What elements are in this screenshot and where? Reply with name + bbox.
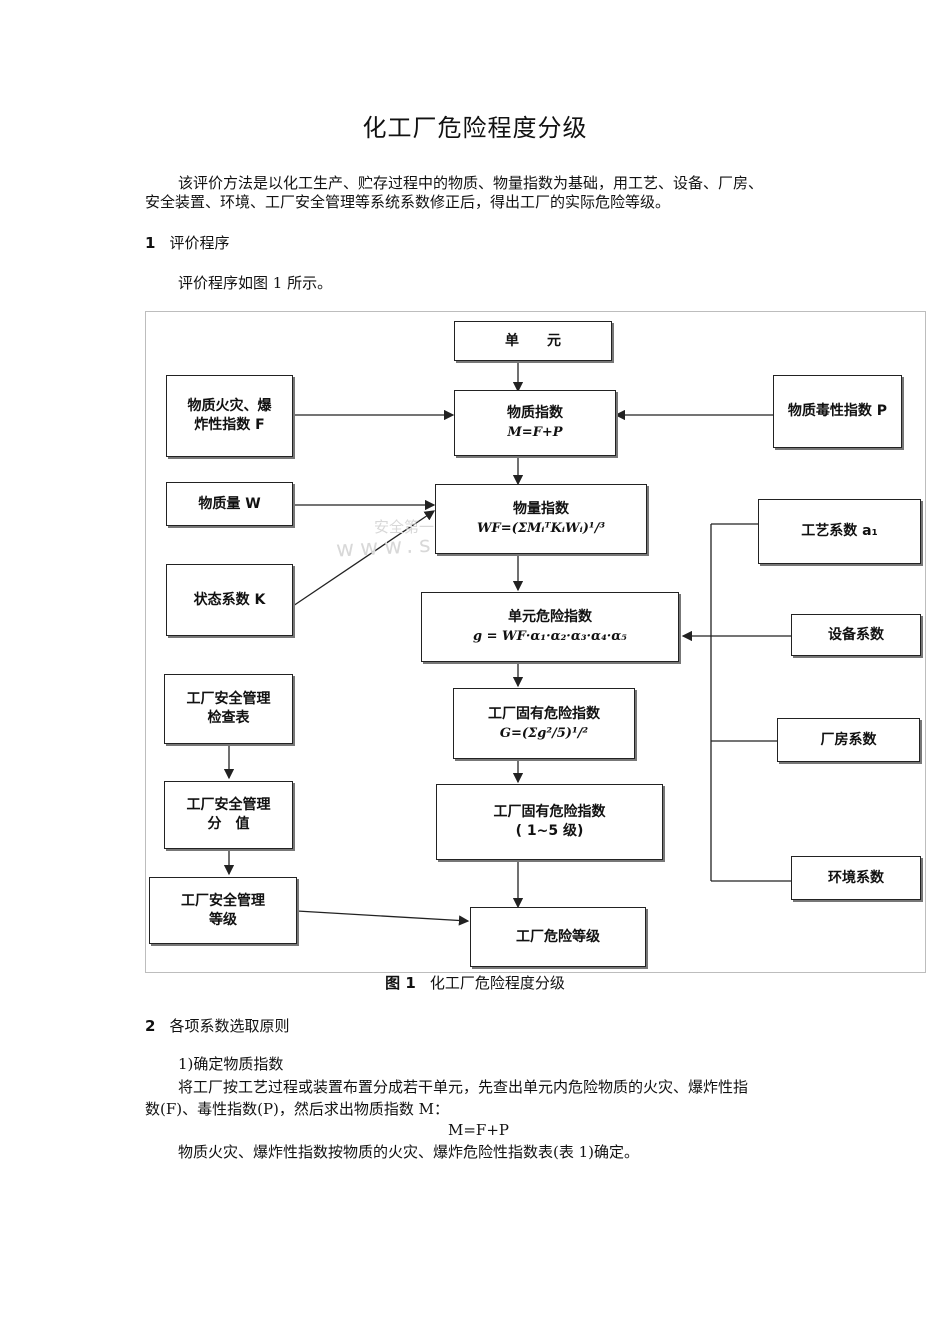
flowchart-figure: 安全第一网 www.safe001.com 单 元 物质火灾、爆 炸性指数 F … — [145, 311, 926, 973]
unit-label: 单 元 — [505, 332, 561, 349]
unit-risk-label: 单元危险指数 — [508, 609, 592, 625]
caption-label: 图 1 — [385, 974, 416, 992]
material-formula: M=F+P — [507, 425, 563, 440]
inherent-grade-line2: ( 1~5 级) — [515, 823, 584, 839]
equipment-coefficient-box: 设备系数 — [791, 614, 921, 656]
section-2-title: 各项系数选取原则 — [169, 1017, 290, 1035]
environment-label: 环境系数 — [828, 869, 884, 886]
material-quantity-box: 物质量 W — [166, 482, 293, 526]
fire-explosion-index-box: 物质火灾、爆 炸性指数 F — [166, 375, 293, 457]
figure-caption: 图 1 化工厂危险程度分级 — [0, 972, 950, 993]
material-label: 物质指数 — [507, 405, 563, 421]
toxicity-index-box: 物质毒性指数 P — [773, 375, 902, 448]
checklist-line2: 检查表 — [207, 710, 250, 726]
section-1-text: 评价程序如图 1 所示。 — [178, 274, 333, 292]
process-label: 工艺系数 a₁ — [801, 523, 878, 539]
score-line1: 工厂安全管理 — [186, 797, 271, 813]
equipment-label: 设备系数 — [828, 626, 884, 643]
para-1-line-1: 将工厂按工艺过程或装置布置分成若干单元，先查出单元内危险物质的火灾、爆炸性指 — [178, 1078, 749, 1096]
inherent-formula: G=(Σg²/5)¹/² — [499, 725, 589, 741]
watermark-cn: 安全第一网 — [374, 518, 450, 536]
caption-text: 化工厂危险程度分级 — [429, 974, 565, 992]
fire-label-line2: 炸性指数 F — [194, 417, 265, 433]
process-coefficient-box: 工艺系数 a₁ — [758, 499, 921, 564]
unit-risk-formula: g = WF·α₁·α₂·α₃·α₄·α₅ — [473, 629, 627, 644]
section-2-number: 2 — [145, 1017, 156, 1035]
flowchart-connectors — [223, 362, 791, 926]
plant-risk-grade-box: 工厂危险等级 — [470, 907, 646, 967]
page-title: 化工厂危险程度分级 — [362, 114, 588, 142]
wf-label: 物量指数 — [513, 501, 569, 517]
unit-risk-index-box: 单元危险指数 g = WF·α₁·α₂·α₃·α₄·α₅ — [421, 592, 679, 662]
intro-line-1: 该评价方法是以化工生产、贮存过程中的物质、物量指数为基础，用工艺、设备、厂房、 — [178, 174, 764, 192]
building-label: 厂房系数 — [820, 731, 877, 748]
inherent-grade-line1: 工厂固有危险指数 — [493, 804, 606, 820]
inherent-risk-index-box: 工厂固有危险指数 G=(Σg²/5)¹/² — [453, 688, 635, 759]
para-1-line-2: 数(F)、毒性指数(P)，然后求出物质指数 M： — [145, 1100, 450, 1118]
state-coefficient-box: 状态系数 K — [166, 564, 293, 636]
section-2-heading: 2 各项系数选取原则 — [145, 1015, 289, 1036]
checklist-line1: 工厂安全管理 — [186, 691, 271, 707]
subsection-1: 1)确定物质指数 — [178, 1055, 284, 1073]
intro-line-2: 安全装置、环境、工厂安全管理等系统系数修正后，得出工厂的实际危险等级。 — [145, 193, 671, 211]
safety-grade-line2: 等级 — [209, 911, 237, 928]
wf-formula: WF=(ΣMᵢᵀKᵢWᵢ)¹/³ — [476, 521, 606, 536]
section-1-heading: 1 评价程序 — [145, 232, 229, 253]
material-index-box: 物质指数 M=F+P — [454, 390, 616, 456]
section-1-title: 评价程序 — [169, 234, 230, 252]
section-1-number: 1 — [145, 234, 156, 252]
safety-grade-box: 工厂安全管理 等级 — [149, 877, 297, 944]
building-coefficient-box: 厂房系数 — [777, 718, 920, 762]
safety-grade-line1: 工厂安全管理 — [181, 892, 265, 909]
state-label: 状态系数 K — [193, 591, 266, 608]
quantity-label: 物质量 W — [198, 495, 261, 512]
safety-checklist-box: 工厂安全管理 检查表 — [164, 674, 293, 744]
quantity-index-box: 物量指数 WF=(ΣMᵢᵀKᵢWᵢ)¹/³ — [435, 484, 647, 554]
safety-score-box: 工厂安全管理 分 值 — [164, 781, 293, 849]
final-label: 工厂危险等级 — [516, 928, 600, 945]
unit-box: 单 元 — [454, 321, 612, 361]
score-line2: 分 值 — [207, 816, 250, 832]
fire-label-line1: 物质火灾、爆 — [187, 398, 272, 414]
toxicity-label: 物质毒性指数 P — [787, 403, 888, 419]
environment-coefficient-box: 环境系数 — [791, 856, 921, 900]
para-2: 物质火灾、爆炸性指数按物质的火灾、爆炸危险性指数表(表 1)确定。 — [178, 1143, 640, 1161]
formula-m: M=F+P — [448, 1121, 509, 1139]
inherent-label: 工厂固有危险指数 — [488, 705, 600, 722]
inherent-risk-grade-box: 工厂固有危险指数 ( 1~5 级) — [436, 784, 663, 860]
